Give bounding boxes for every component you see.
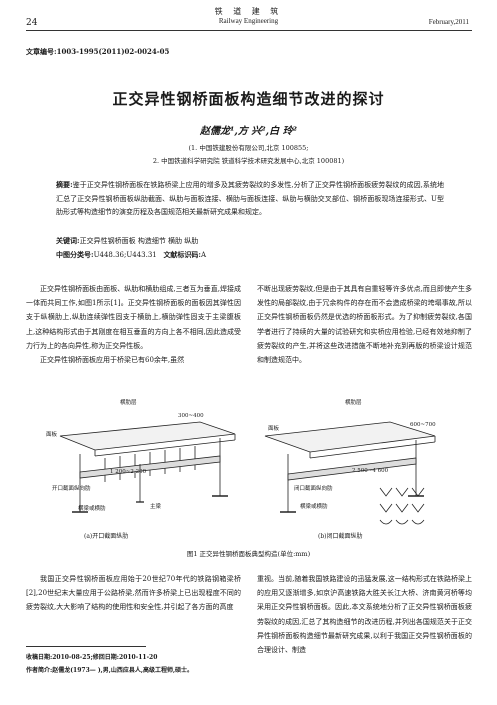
figure-a-label-main: 主梁 [150, 504, 162, 510]
figure-title: 图1 正交异性钢桥面板典型构造(单位:mm) [186, 550, 311, 558]
abstract: 摘要:鉴于正交异性钢桥面板在铁路桥梁上应用的增多及其疲劳裂纹的多发性,分析了正交… [56, 178, 444, 220]
journal-name-cn: 铁 道 建 筑 [214, 7, 283, 16]
figure-a-label-top: 横肋层 [120, 400, 137, 406]
figure-b-label-rib: 闭口截面纵向肋 [294, 486, 333, 492]
paragraph: 我国正交异性钢桥面板应用始于20世纪70年代的铁路钢箱梁桥[2],20世纪末大量… [26, 575, 241, 612]
paragraph: 重视。当前,随着我国铁路建设的迅猛发展,这一结构形式在铁路桥梁上的应用又逐渐增多… [257, 575, 472, 655]
article-number: 文章编号:1003-1995(2011)02-0024-05 [26, 47, 170, 56]
figure-a-label-cross: 横梁或横肋 [78, 506, 106, 512]
figure-b-label-dim1: 600~700 [410, 422, 436, 428]
article-title: 正交异性钢桥面板构造细节改进的探讨 [112, 90, 385, 108]
abstract-label: 摘要: [56, 180, 73, 189]
author-bio: 作者简介:赵儒龙(1973— ),男,山西应县人,高级工程师,硕士。 [26, 667, 194, 674]
body-left-column-bottom: 我国正交异性钢桥面板应用始于20世纪70年代的铁路钢箱梁桥[2],20世纪末大量… [26, 572, 241, 615]
authors: 赵儒龙¹,方 兴²,白 玲² [199, 126, 298, 137]
footnote-rule [26, 646, 146, 647]
affiliation-1: (1. 中国铁建股份有限公司,北京 100855; [188, 144, 309, 152]
doc-code-label: 文献标识码: [163, 250, 202, 259]
body-left-column: 正交异性钢桥面板由面板、纵肋和横肋组成,三者互为垂直,焊接成一体而共同工作,如图… [26, 282, 241, 367]
keywords-text: 正交异性钢桥面板 构造细节 横肋 纵肋 [79, 237, 199, 245]
classification-code: U448.36;U443.31 [93, 251, 157, 259]
paragraph: 不断出现疲劳裂纹,但是由于其具有自重轻等许多优点,而且即使产生多发性的局部裂纹,… [257, 285, 472, 365]
figure-1-drawings [59, 421, 436, 525]
figure-a-drawing [59, 421, 236, 513]
figure-b-caption: (b)闭口截面纵肋 [318, 533, 363, 540]
figure-a-label-rib: 开口截面纵向肋 [52, 486, 91, 492]
keywords-label: 关键词: [56, 236, 80, 245]
body-right-column: 不断出现疲劳裂纹,但是由于其具有自重轻等许多优点,而且即使产生多发性的局部裂纹,… [257, 282, 472, 367]
affiliation-2: 2. 中国铁道科学研究院 铁道科学技术研究发展中心,北京 100081) [152, 157, 345, 165]
classification-label: 中图分类号: [56, 250, 94, 259]
figure-b-label-dim2: 2 500~4 600 [352, 468, 389, 474]
figure-a-caption: (a)开口截面纵肋 [84, 533, 129, 540]
figure-b-label-top: 横肋层 [345, 400, 362, 406]
keywords: 关键词:正交异性钢桥面板 构造细节 横肋 纵肋 [56, 236, 444, 246]
figure-b-label-deck: 面板 [268, 426, 280, 432]
figure-a-label-dim2: 1 200~2 200 [110, 469, 147, 475]
figure-a-label-deck: 面板 [46, 432, 58, 438]
figure-b-drawing [264, 421, 436, 525]
abstract-text: 鉴于正交异性钢桥面板在铁路桥梁上应用的增多及其疲劳裂纹的多发性,分析了正交异性钢… [56, 181, 444, 216]
page-number: 24 [26, 18, 38, 28]
figure-b-label-cross: 横梁或横肋 [300, 504, 328, 510]
header-rule [26, 30, 472, 31]
issue-date: February,2011 [428, 18, 469, 26]
paragraph: 正交异性钢桥面板应用于桥梁已有60余年,虽然 [40, 356, 185, 365]
figure-a-label-dim1: 300~400 [178, 413, 204, 419]
paragraph: 正交异性钢桥面板由面板、纵肋和横肋组成,三者互为垂直,焊接成一体而共同工作,如图… [26, 285, 241, 350]
received-date: 收稿日期:2010-08-25;修回日期:2010-11-20 [26, 654, 158, 661]
body-right-column-bottom: 重视。当前,随着我国铁路建设的迅猛发展,这一结构形式在铁路桥梁上的应用又逐渐增多… [257, 572, 472, 657]
doc-code: A [201, 251, 207, 259]
journal-name-en: Railway Engineering [218, 17, 279, 25]
classification: 中图分类号:U448.36;U443.31 文献标识码:A [56, 250, 444, 260]
